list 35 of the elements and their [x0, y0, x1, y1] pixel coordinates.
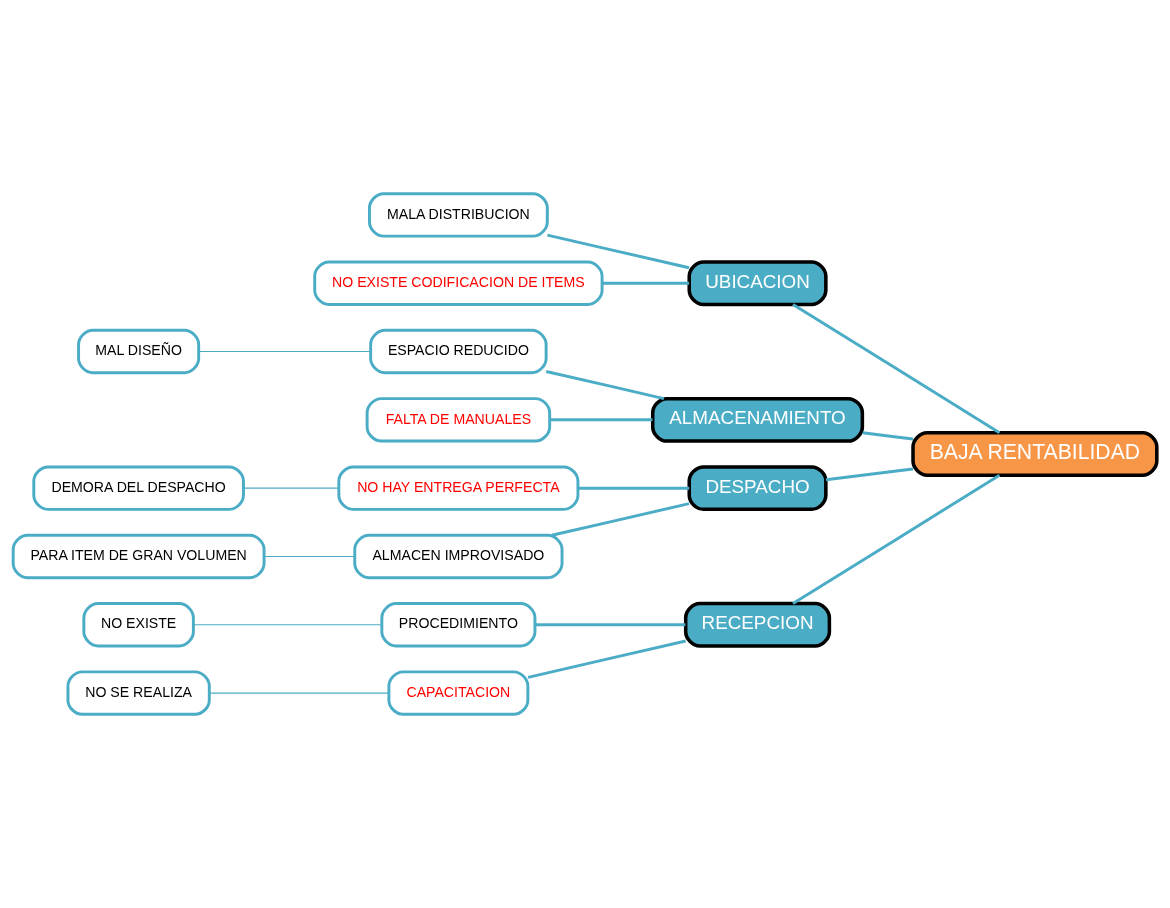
connector — [193, 624, 383, 626]
connector — [825, 467, 914, 482]
connector — [551, 502, 690, 537]
node-box: CAPACITACION — [387, 670, 530, 716]
node-box: DESPACHO — [687, 465, 828, 512]
connector — [527, 639, 686, 679]
node-box: UBICACION — [687, 260, 828, 307]
node-box: BAJA RENTABILIDAD — [911, 431, 1159, 477]
node-box: NO SE REALIZA — [66, 670, 211, 716]
node-box: PROCEDIMIENTO — [380, 602, 537, 648]
connector — [243, 487, 340, 489]
node-box: NO EXISTE CODIFICACION DE ITEMS — [313, 260, 604, 306]
connector — [198, 350, 371, 353]
connector — [547, 233, 690, 270]
connector — [535, 623, 686, 627]
node-box: NO EXISTE — [82, 602, 195, 648]
node-box: ESPACIO REDUCIDO — [369, 328, 548, 375]
connector — [263, 555, 356, 558]
node-box: FALTA DE MANUALES — [365, 397, 552, 443]
node-box: MAL DISEÑO — [77, 328, 201, 375]
connector — [792, 303, 1001, 434]
connector — [549, 418, 653, 422]
connector — [578, 486, 690, 490]
node-box: PARA ITEM DE GRAN VOLUMEN — [11, 533, 266, 580]
connector — [862, 431, 914, 441]
connector — [792, 474, 1001, 605]
node-box: DEMORA DEL DESPACHO — [32, 465, 245, 511]
connector — [545, 370, 665, 400]
node-box: ALMACENAMIENTO — [650, 396, 865, 443]
node-box: MALA DISTRIBUCION — [368, 192, 549, 238]
node-box: RECEPCION — [683, 601, 832, 648]
node-box: ALMACEN IMPROVISADO — [353, 533, 564, 580]
connector — [602, 281, 690, 285]
connector — [208, 692, 390, 694]
node-box: NO HAY ENTREGA PERFECTA — [337, 465, 580, 511]
